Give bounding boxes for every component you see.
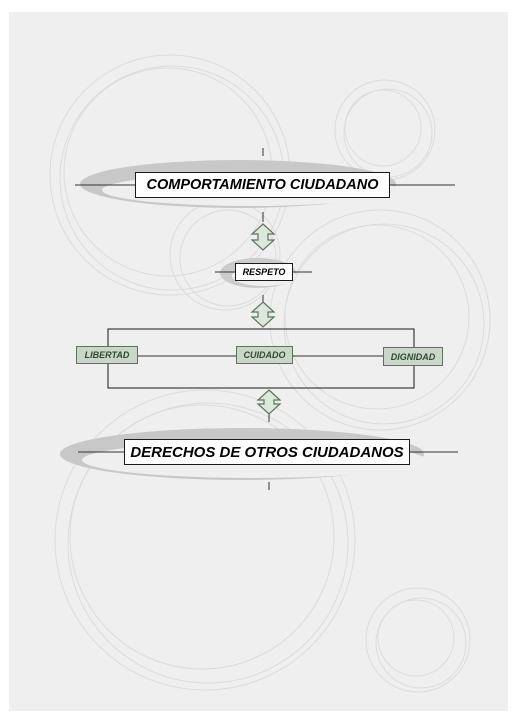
background-rings [49, 54, 491, 693]
double-arrow-icon [256, 389, 282, 415]
value-box-cuidado: CUIDADO [236, 346, 293, 364]
value-box-libertad: LIBERTAD [76, 346, 138, 364]
double-arrow-icon [250, 301, 276, 328]
respeto-box: RESPETO [235, 263, 293, 281]
title-box: COMPORTAMIENTO CIUDADANO [135, 172, 390, 198]
value-box-dignidad: DIGNIDAD [383, 347, 443, 366]
double-arrow-icon [250, 223, 276, 251]
bottom-box: DERECHOS DE OTROS CIUDADANOS [124, 439, 410, 465]
